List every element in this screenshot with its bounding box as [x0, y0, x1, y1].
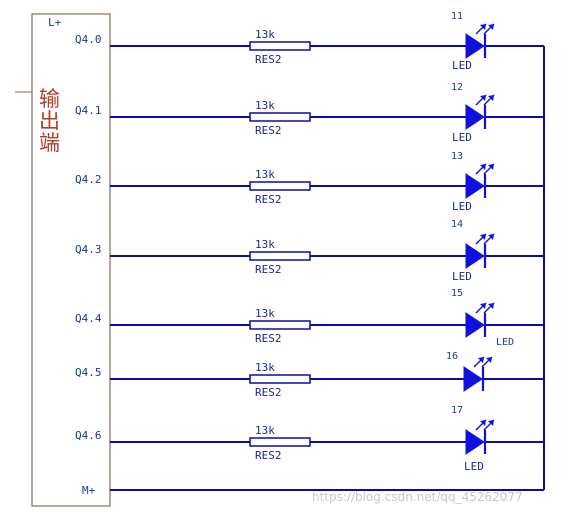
resistor-type: RES2	[255, 263, 282, 276]
pin-label: Q4.3	[75, 243, 102, 256]
resistor-type: RES2	[255, 53, 282, 66]
resistor	[249, 41, 311, 51]
resistor-value: 13k	[255, 424, 275, 437]
led-diode-icon	[465, 312, 485, 338]
module-title-char-3: 端	[39, 131, 60, 155]
module-title-char-1: 输	[39, 87, 60, 111]
light-arrowhead-icon	[480, 24, 486, 30]
light-arrowhead-icon	[488, 303, 494, 309]
light-arrowhead-icon	[486, 357, 492, 363]
resistor	[249, 374, 311, 384]
output-module-box	[31, 13, 111, 507]
resistor-type: RES2	[255, 193, 282, 206]
pin-label: Q4.0	[75, 33, 102, 46]
resistor	[249, 437, 311, 447]
led-label: LED	[452, 131, 472, 144]
led-label: LED	[452, 200, 472, 213]
resistor-value: 13k	[255, 28, 275, 41]
light-arrowhead-icon	[488, 420, 494, 426]
pin-label: Q4.5	[75, 366, 102, 379]
led-diode-icon	[465, 173, 485, 199]
led-number: 16	[446, 351, 458, 362]
resistor-value: 13k	[255, 307, 275, 320]
light-arrowhead-icon	[480, 234, 486, 240]
resistor-type: RES2	[255, 124, 282, 137]
light-arrowhead-icon	[480, 303, 486, 309]
light-arrowhead-icon	[478, 357, 484, 363]
led-number: 15	[451, 288, 463, 299]
led-diode-icon	[465, 33, 485, 59]
led-label: LED	[464, 460, 484, 473]
pin-label: Q4.4	[75, 312, 102, 325]
led-diode-icon	[465, 104, 485, 130]
resistor-value: 13k	[255, 361, 275, 374]
resistor	[249, 320, 311, 330]
pin-label: Q4.6	[75, 429, 102, 442]
light-arrowhead-icon	[480, 164, 486, 170]
common-label: M+	[82, 484, 96, 497]
resistor-value: 13k	[255, 168, 275, 181]
led-diode-icon	[465, 243, 485, 269]
resistor-value: 13k	[255, 238, 275, 251]
resistor	[249, 181, 311, 191]
light-arrowhead-icon	[488, 234, 494, 240]
led-number: 17	[451, 405, 463, 416]
light-arrowhead-icon	[480, 95, 486, 101]
led-number: 11	[451, 11, 463, 22]
light-arrowhead-icon	[488, 24, 494, 30]
resistor-type: RES2	[255, 449, 282, 462]
resistor-value: 13k	[255, 99, 275, 112]
led-diode-icon	[463, 366, 483, 392]
led-diode-icon	[465, 429, 485, 455]
light-arrowhead-icon	[488, 164, 494, 170]
light-arrowhead-icon	[480, 420, 486, 426]
resistor-type: RES2	[255, 386, 282, 399]
led-label: LED	[452, 59, 472, 72]
module-top-label: L+	[48, 16, 62, 29]
pin-label: Q4.2	[75, 173, 102, 186]
led-label: LED	[452, 270, 472, 283]
resistor-type: RES2	[255, 332, 282, 345]
led-number: 14	[451, 219, 463, 230]
led-label: LED	[496, 337, 514, 348]
resistor	[249, 251, 311, 261]
led-number: 12	[451, 82, 463, 93]
light-arrowhead-icon	[488, 95, 494, 101]
pin-label: Q4.1	[75, 104, 102, 117]
resistor	[249, 112, 311, 122]
module-title-char-2: 出	[39, 109, 60, 133]
watermark-text: https://blog.csdn.net/qq_45262077	[312, 490, 523, 504]
led-number: 13	[451, 151, 463, 162]
